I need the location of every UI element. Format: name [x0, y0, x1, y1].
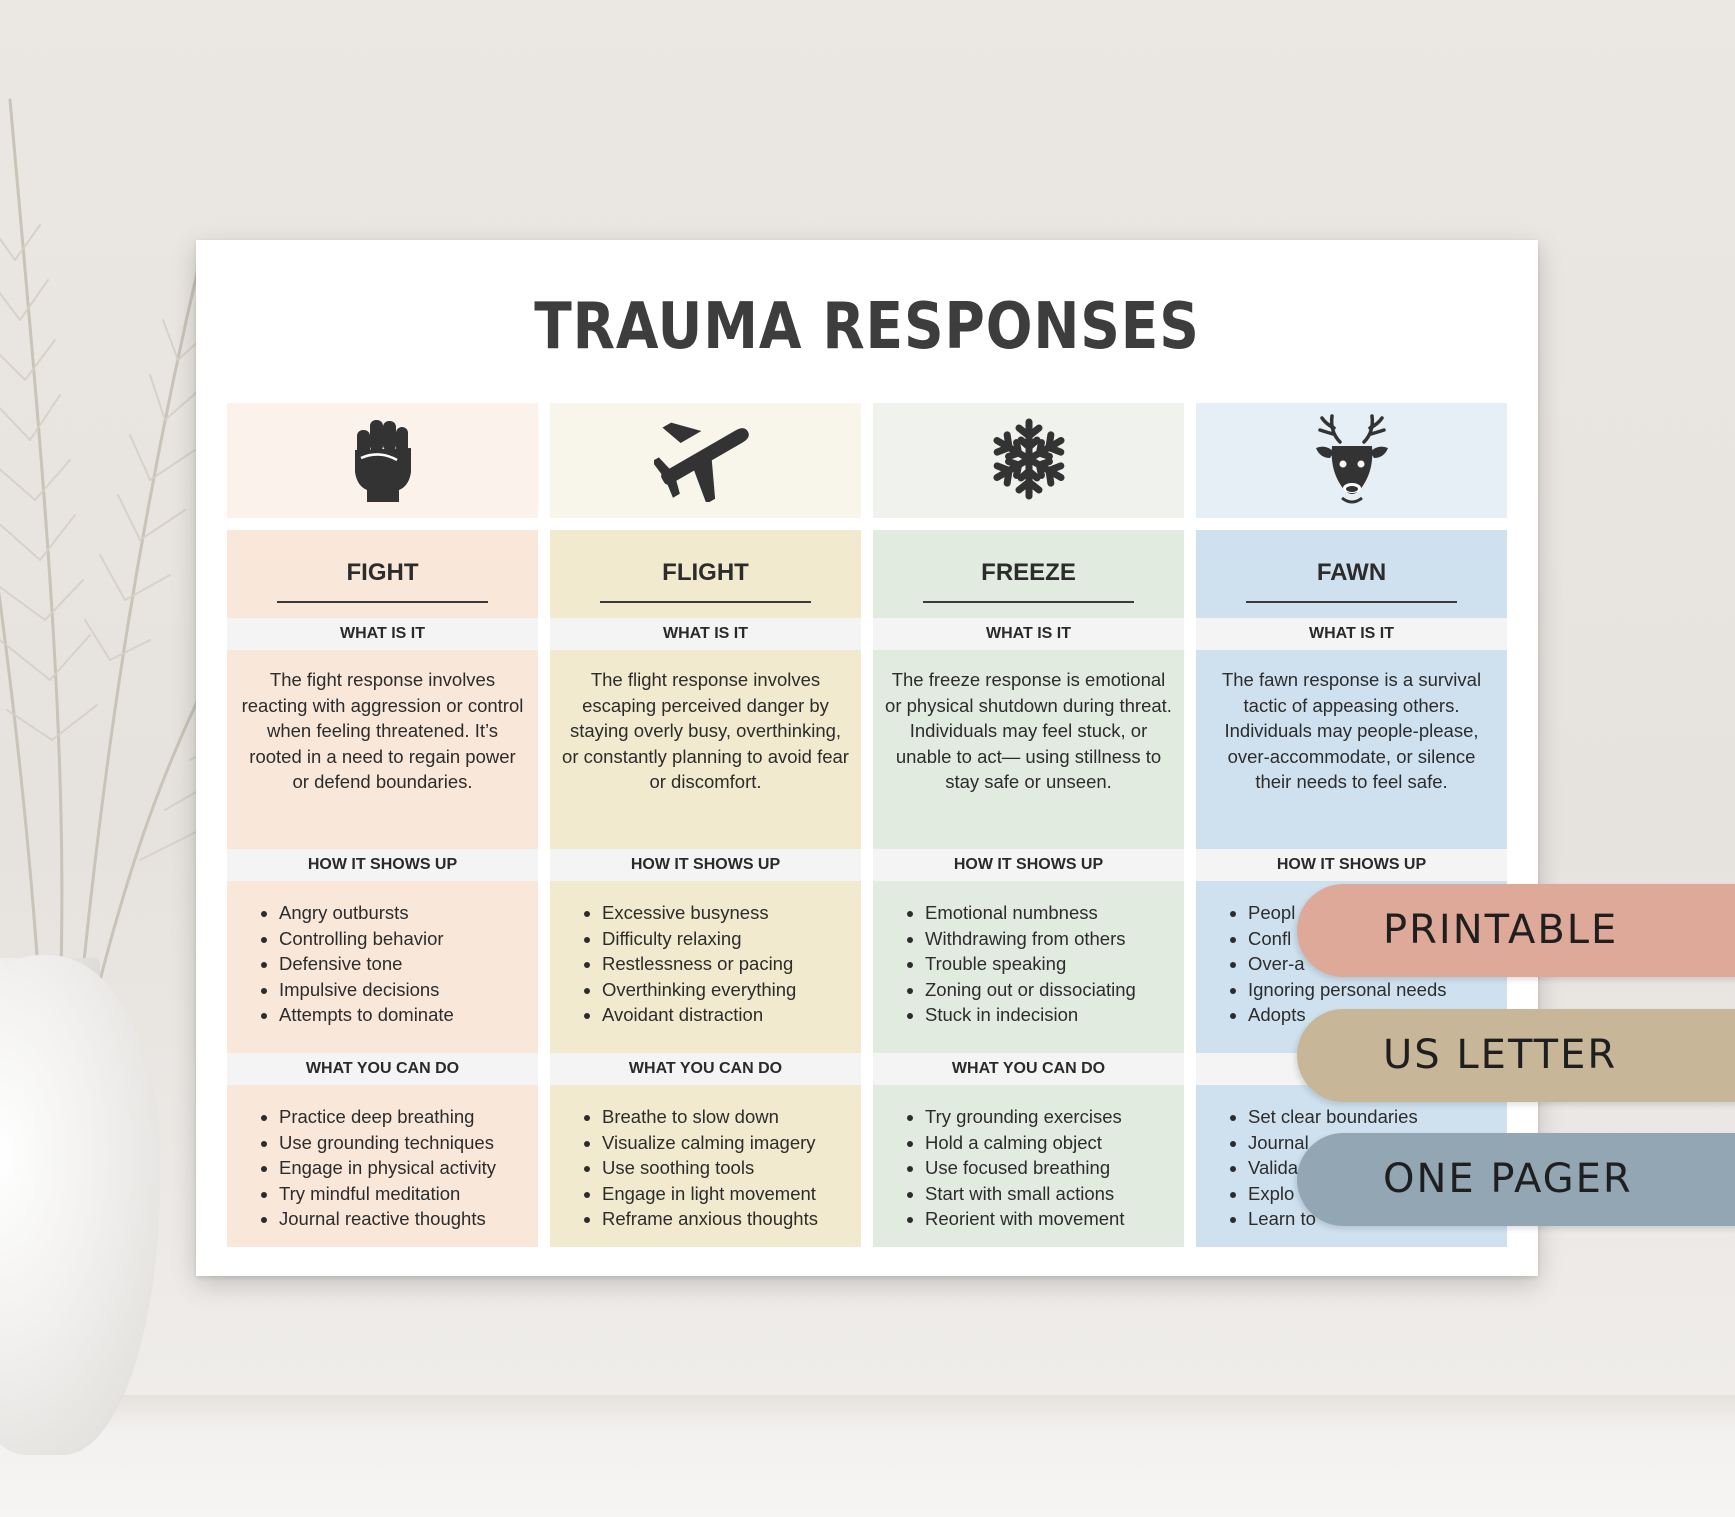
- column-header: FIGHT: [227, 530, 538, 618]
- list-item: Peopl: [1248, 900, 1507, 926]
- what-you-can-do-list: Try grounding exercisesHold a calming ob…: [873, 1085, 1184, 1247]
- column-fawn: FAWN WHAT IS IT The fawn response is a s…: [1196, 403, 1507, 1247]
- list-item: Explo: [1248, 1181, 1507, 1207]
- list-item: Restlessness or pacing: [602, 951, 861, 977]
- description-text: The fight response involves reacting wit…: [227, 650, 538, 849]
- list-item: Breathe to slow down: [602, 1104, 861, 1130]
- section-header-do: WHAT YOU CAN DO: [873, 1053, 1184, 1085]
- column-header: FAWN: [1196, 530, 1507, 618]
- list-item: Defensive tone: [279, 951, 538, 977]
- section-header-what: WHAT IS IT: [873, 618, 1184, 650]
- column-flight: FLIGHT WHAT IS IT The flight response in…: [550, 403, 861, 1247]
- what-you-can-do-list: Breathe to slow downVisualize calming im…: [550, 1085, 861, 1247]
- list-item: Learn to: [1248, 1206, 1507, 1232]
- trauma-responses-poster: TRAUMA RESPONSES FIGHT WHAT IS IT The fi…: [196, 240, 1538, 1276]
- list-item: Ignoring personal needs: [1248, 977, 1507, 1003]
- section-header-shows: HOW IT SHOWS UP: [873, 849, 1184, 881]
- section-header-shows: HOW IT SHOWS UP: [550, 849, 861, 881]
- shows-up-list: Emotional numbnessWithdrawing from other…: [873, 881, 1184, 1053]
- poster-title: TRAUMA RESPONSES: [534, 290, 1200, 364]
- airplane-icon: [651, 416, 758, 506]
- tag-one-pager: ONE PAGER: [1297, 1133, 1735, 1226]
- list-item: Engage in light movement: [602, 1181, 861, 1207]
- list-item: Zoning out or dissociating: [925, 977, 1184, 1003]
- list-item: Valida: [1248, 1155, 1507, 1181]
- list-item: Overthinking everything: [602, 977, 861, 1003]
- section-header-do: WHAT YOU CAN DO: [227, 1053, 538, 1085]
- list-item: Avoidant distraction: [602, 1002, 861, 1028]
- list-item: Controlling behavior: [279, 926, 538, 952]
- column-freeze: FREEZE WHAT IS IT The freeze response is…: [873, 403, 1184, 1247]
- list-item: Stuck in indecision: [925, 1002, 1184, 1028]
- floor: [0, 1395, 1735, 1517]
- column-fight: FIGHT WHAT IS IT The fight response invo…: [227, 403, 538, 1247]
- column-title: FIGHT: [346, 559, 419, 586]
- description-text: The flight response involves escaping pe…: [550, 650, 861, 849]
- tag-us-letter: US LETTER: [1297, 1009, 1735, 1102]
- list-item: Over-a: [1248, 951, 1507, 977]
- shows-up-list: Angry outburstsControlling behaviorDefen…: [227, 881, 538, 1053]
- list-item: Confl: [1248, 926, 1507, 952]
- list-item: Impulsive decisions: [279, 977, 538, 1003]
- column-title: FAWN: [1316, 559, 1387, 586]
- deer-icon: [1312, 410, 1392, 512]
- section-header-what: WHAT IS IT: [1196, 618, 1507, 650]
- list-item: Try mindful meditation: [279, 1181, 538, 1207]
- icon-panel: [873, 403, 1184, 518]
- section-header-shows: HOW IT SHOWS UP: [227, 849, 538, 881]
- list-item: Practice deep breathing: [279, 1104, 538, 1130]
- list-item: Use grounding techniques: [279, 1130, 538, 1156]
- list-item: Reorient with movement: [925, 1206, 1184, 1232]
- section-header-do: WHAT YOU CAN DO: [550, 1053, 861, 1085]
- description-text: The fawn response is a survival tactic o…: [1196, 650, 1507, 849]
- column-header: FLIGHT: [550, 530, 861, 618]
- column-title: FREEZE: [981, 559, 1076, 586]
- column-title: FLIGHT: [662, 559, 749, 586]
- list-item: Difficulty relaxing: [602, 926, 861, 952]
- list-item: Adopts: [1248, 1002, 1507, 1028]
- vase-decoration: [0, 955, 160, 1455]
- list-item: Engage in physical activity: [279, 1155, 538, 1181]
- what-you-can-do-list: Practice deep breathingUse grounding tec…: [227, 1085, 538, 1247]
- icon-panel: [550, 403, 861, 518]
- description-text: The freeze response is emotional or phys…: [873, 650, 1184, 849]
- list-item: Angry outbursts: [279, 900, 538, 926]
- list-item: Reframe anxious thoughts: [602, 1206, 861, 1232]
- section-header-what: WHAT IS IT: [550, 618, 861, 650]
- tag-printable: PRINTABLE: [1297, 884, 1735, 977]
- list-item: Try grounding exercises: [925, 1104, 1184, 1130]
- list-item: Journal reactive thoughts: [279, 1206, 538, 1232]
- column-header: FREEZE: [873, 530, 1184, 618]
- header-divider: [277, 601, 488, 603]
- pampas-plant-decoration: [0, 98, 260, 1000]
- section-header-what: WHAT IS IT: [227, 618, 538, 650]
- list-item: Attempts to dominate: [279, 1002, 538, 1028]
- list-item: Use soothing tools: [602, 1155, 861, 1181]
- section-header-shows: HOW IT SHOWS UP: [1196, 849, 1507, 881]
- icon-panel: [227, 403, 538, 518]
- list-item: Withdrawing from others: [925, 926, 1184, 952]
- list-item: Start with small actions: [925, 1181, 1184, 1207]
- icon-panel: [1196, 403, 1507, 518]
- list-item: Use focused breathing: [925, 1155, 1184, 1181]
- snowflake-icon: [989, 416, 1069, 506]
- list-item: Visualize calming imagery: [602, 1130, 861, 1156]
- list-item: Excessive busyness: [602, 900, 861, 926]
- list-item: Journal: [1248, 1130, 1507, 1156]
- fist-icon: [351, 416, 415, 506]
- list-item: Set clear boundaries: [1248, 1104, 1507, 1130]
- shows-up-list: Excessive busynessDifficulty relaxingRes…: [550, 881, 861, 1053]
- list-item: Emotional numbness: [925, 900, 1184, 926]
- list-item: Hold a calming object: [925, 1130, 1184, 1156]
- header-divider: [923, 601, 1134, 603]
- header-divider: [600, 601, 811, 603]
- header-divider: [1246, 601, 1457, 603]
- list-item: Trouble speaking: [925, 951, 1184, 977]
